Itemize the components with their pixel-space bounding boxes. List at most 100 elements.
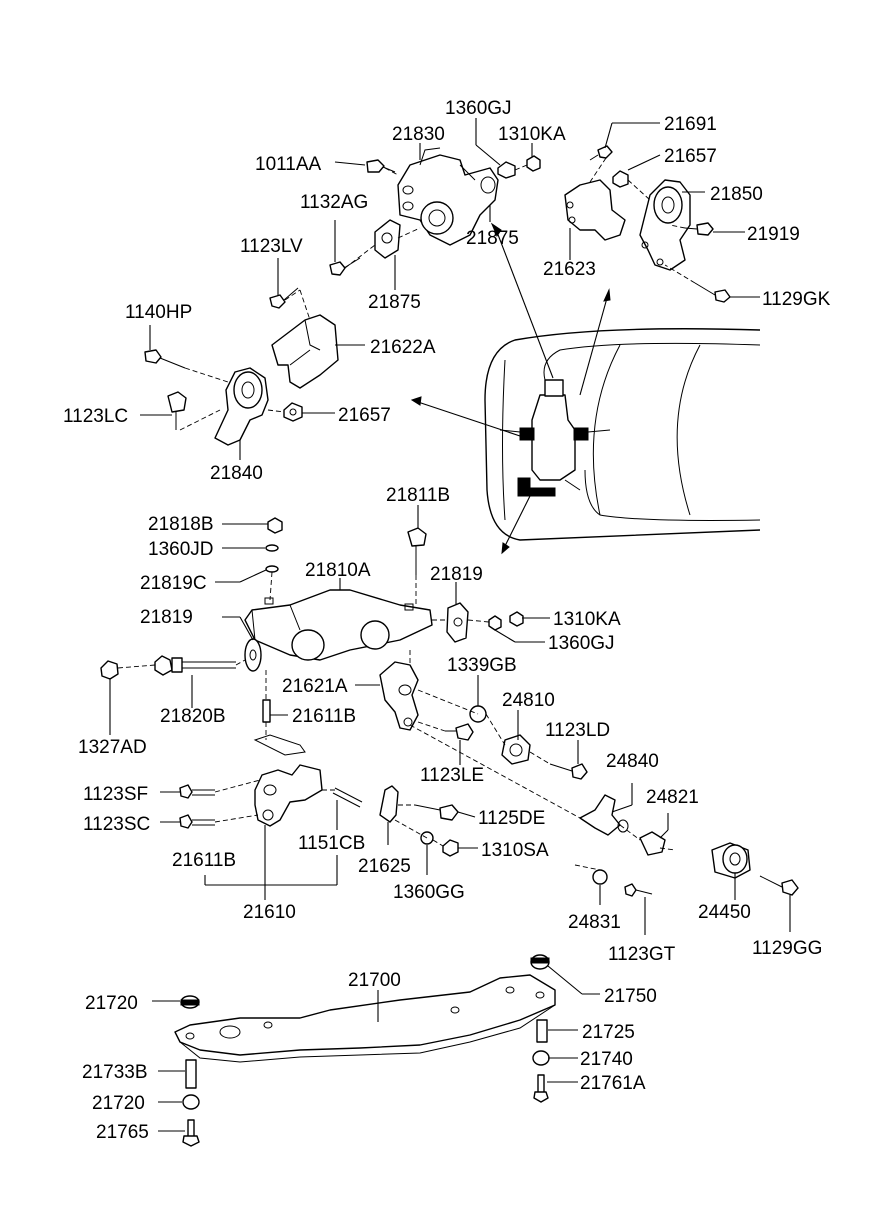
- bolt-21761A: [533, 1074, 549, 1103]
- label-1360GJ-mid: 1360GJ: [548, 633, 615, 654]
- bolt-1123LV: [269, 287, 299, 309]
- bracket-21610: [253, 734, 323, 827]
- bushing-24450: [711, 842, 751, 879]
- label-21850: 21850: [710, 184, 763, 205]
- bracket-21621A: [379, 661, 419, 731]
- label-1123SC: 1123SC: [83, 814, 150, 835]
- assembly-guide-lines: [117, 157, 696, 871]
- label-1360JD: 1360JD: [148, 539, 214, 560]
- bushing-21740: [532, 1050, 550, 1066]
- label-1360GG: 1360GG: [393, 882, 465, 903]
- label-24450: 24450: [698, 902, 751, 923]
- bolt-21611B: [262, 699, 271, 723]
- label-1339GB: 1339GB: [447, 655, 517, 676]
- nut-21657-mid: [283, 402, 303, 422]
- label-1151CB: 1151CB: [298, 833, 365, 854]
- label-1123SF: 1123SF: [83, 784, 148, 805]
- bolt-1125DE: [414, 804, 459, 821]
- label-1310SA: 1310SA: [481, 840, 549, 861]
- label-1140HP: 1140HP: [125, 302, 192, 323]
- label-21700: 21700: [348, 970, 401, 991]
- label-1129GK: 1129GK: [762, 289, 831, 310]
- bolt-1123SC: [179, 814, 215, 829]
- bolt-1129GK: [694, 282, 731, 303]
- bolt-1123SF: [179, 784, 215, 799]
- label-21819-left: 21819: [140, 607, 193, 628]
- label-21811B: 21811B: [386, 485, 450, 506]
- bracket-21625: [379, 785, 399, 823]
- label-21830: 21830: [392, 124, 445, 145]
- bolt-21919: [684, 222, 714, 236]
- member-21810A: [244, 589, 433, 661]
- bolt-1123LC: [167, 391, 187, 430]
- label-24821: 24821: [646, 787, 699, 808]
- bolt-1129GG: [759, 875, 799, 896]
- label-21621A: 21621A: [282, 676, 348, 697]
- label-24840: 24840: [606, 751, 659, 772]
- label-21810A: 21810A: [305, 560, 371, 581]
- label-21733B: 21733B: [82, 1062, 148, 1083]
- bolt-1123LE: [445, 723, 474, 741]
- leader-lines: [109, 118, 791, 1132]
- label-24831: 24831: [568, 912, 621, 933]
- rod-24840: [579, 794, 621, 836]
- label-1310KA-mid: 1310KA: [553, 609, 621, 630]
- label-1123LC: 1123LC: [63, 406, 128, 427]
- bolt-21765: [182, 1119, 200, 1147]
- nut-1327AD: [100, 660, 119, 680]
- label-21818B: 21818B: [148, 514, 214, 535]
- nut-21657-top: [612, 170, 629, 188]
- label-21919: 21919: [747, 224, 800, 245]
- label-21691: 21691: [664, 114, 717, 135]
- label-24810: 24810: [502, 690, 555, 711]
- label-21622A: 21622A: [370, 337, 436, 358]
- label-21761A: 21761A: [580, 1073, 646, 1094]
- washer-21875-a: [374, 219, 401, 259]
- label-1123GT: 1123GT: [608, 944, 676, 965]
- label-1125DE: 1125DE: [478, 808, 545, 829]
- washer-21819-right: [446, 602, 469, 643]
- label-21750: 21750: [604, 986, 657, 1007]
- label-1123LD: 1123LD: [545, 720, 610, 741]
- label-21820B: 21820B: [160, 706, 226, 727]
- nut-1360GJ-top: [497, 161, 516, 179]
- bolt-21820B: [154, 655, 236, 676]
- label-21610: 21610: [243, 902, 296, 923]
- mount-21850: [639, 179, 691, 271]
- bushing-21750: [530, 954, 550, 970]
- label-1327AD: 1327AD: [78, 737, 147, 758]
- washer-21819-left: [244, 638, 262, 672]
- bushing-24810: [501, 734, 531, 765]
- bolt-21691: [589, 145, 613, 161]
- nut-1360GJ-mid: [488, 615, 502, 631]
- label-1132AG: 1132AG: [300, 192, 368, 213]
- nut-1310KA-top: [526, 155, 541, 172]
- label-21840: 21840: [210, 463, 263, 484]
- label-21657-mid: 21657: [338, 405, 391, 426]
- label-1123LV: 1123LV: [240, 236, 303, 257]
- label-21657-top: 21657: [664, 146, 717, 167]
- bracket-21623: [564, 179, 626, 241]
- mount-21840: [214, 367, 269, 446]
- bolt-21811B: [407, 527, 427, 575]
- label-21623: 21623: [543, 259, 596, 280]
- part-labels: 1360GJ 21830 1310KA 21691 1011AA 21657 2…: [63, 98, 831, 1143]
- nut-21818B: [267, 517, 283, 534]
- label-21740: 21740: [580, 1049, 633, 1070]
- label-21611B-b: 21611B: [172, 850, 236, 871]
- label-1129GG: 1129GG: [752, 938, 822, 959]
- bolt-1011AA: [366, 159, 396, 173]
- bolt-1123LD: [549, 763, 588, 780]
- label-21819-right: 21819: [430, 564, 483, 585]
- label-1360GJ-top: 1360GJ: [445, 98, 512, 119]
- bushing-21720-b: [182, 1094, 200, 1110]
- label-21625: 21625: [358, 856, 411, 877]
- nut-1310KA-mid: [509, 611, 524, 627]
- label-21611B-a: 21611B: [292, 706, 356, 727]
- mount-21830: [397, 147, 499, 246]
- crossmember-21700: [174, 974, 556, 1063]
- washer-1360JD: [265, 544, 279, 552]
- label-1310KA-top: 1310KA: [498, 124, 566, 145]
- label-1123LE: 1123LE: [420, 765, 484, 786]
